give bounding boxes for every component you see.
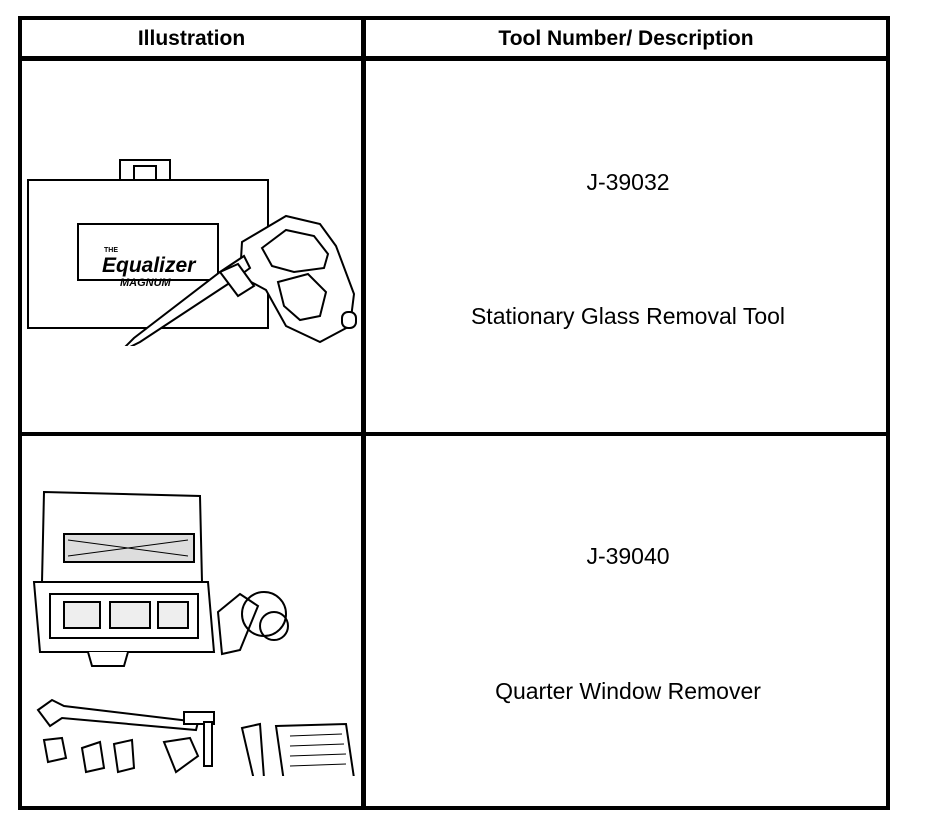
header-illustration: Illustration (137, 27, 246, 50)
quarter-window-remover-kit-illustration (32, 490, 355, 776)
tool-table: Illustration Tool Number/ Description J-… (18, 16, 890, 810)
table-border-bottom (18, 806, 890, 810)
table-border-left (18, 16, 22, 810)
table-border-right (886, 16, 890, 810)
tool-number: J-39032 (586, 169, 670, 195)
svg-text:THE: THE (104, 247, 118, 254)
tool-description: Stationary Glass Removal Tool (470, 303, 786, 329)
column-divider (361, 16, 366, 810)
table-border-top (18, 16, 890, 20)
svg-text:Equalizer: Equalizer (102, 254, 197, 277)
tool-number: J-39040 (586, 543, 670, 569)
svg-text:MAGNUM: MAGNUM (120, 277, 172, 289)
header-divider (18, 56, 890, 61)
stationary-glass-removal-tool-illustration: THE Equalizer MAGNUM (27, 159, 357, 346)
header-tool-description: Tool Number/ Description (498, 27, 754, 50)
tool-description: Quarter Window Remover (495, 678, 761, 704)
row-divider (18, 432, 890, 436)
